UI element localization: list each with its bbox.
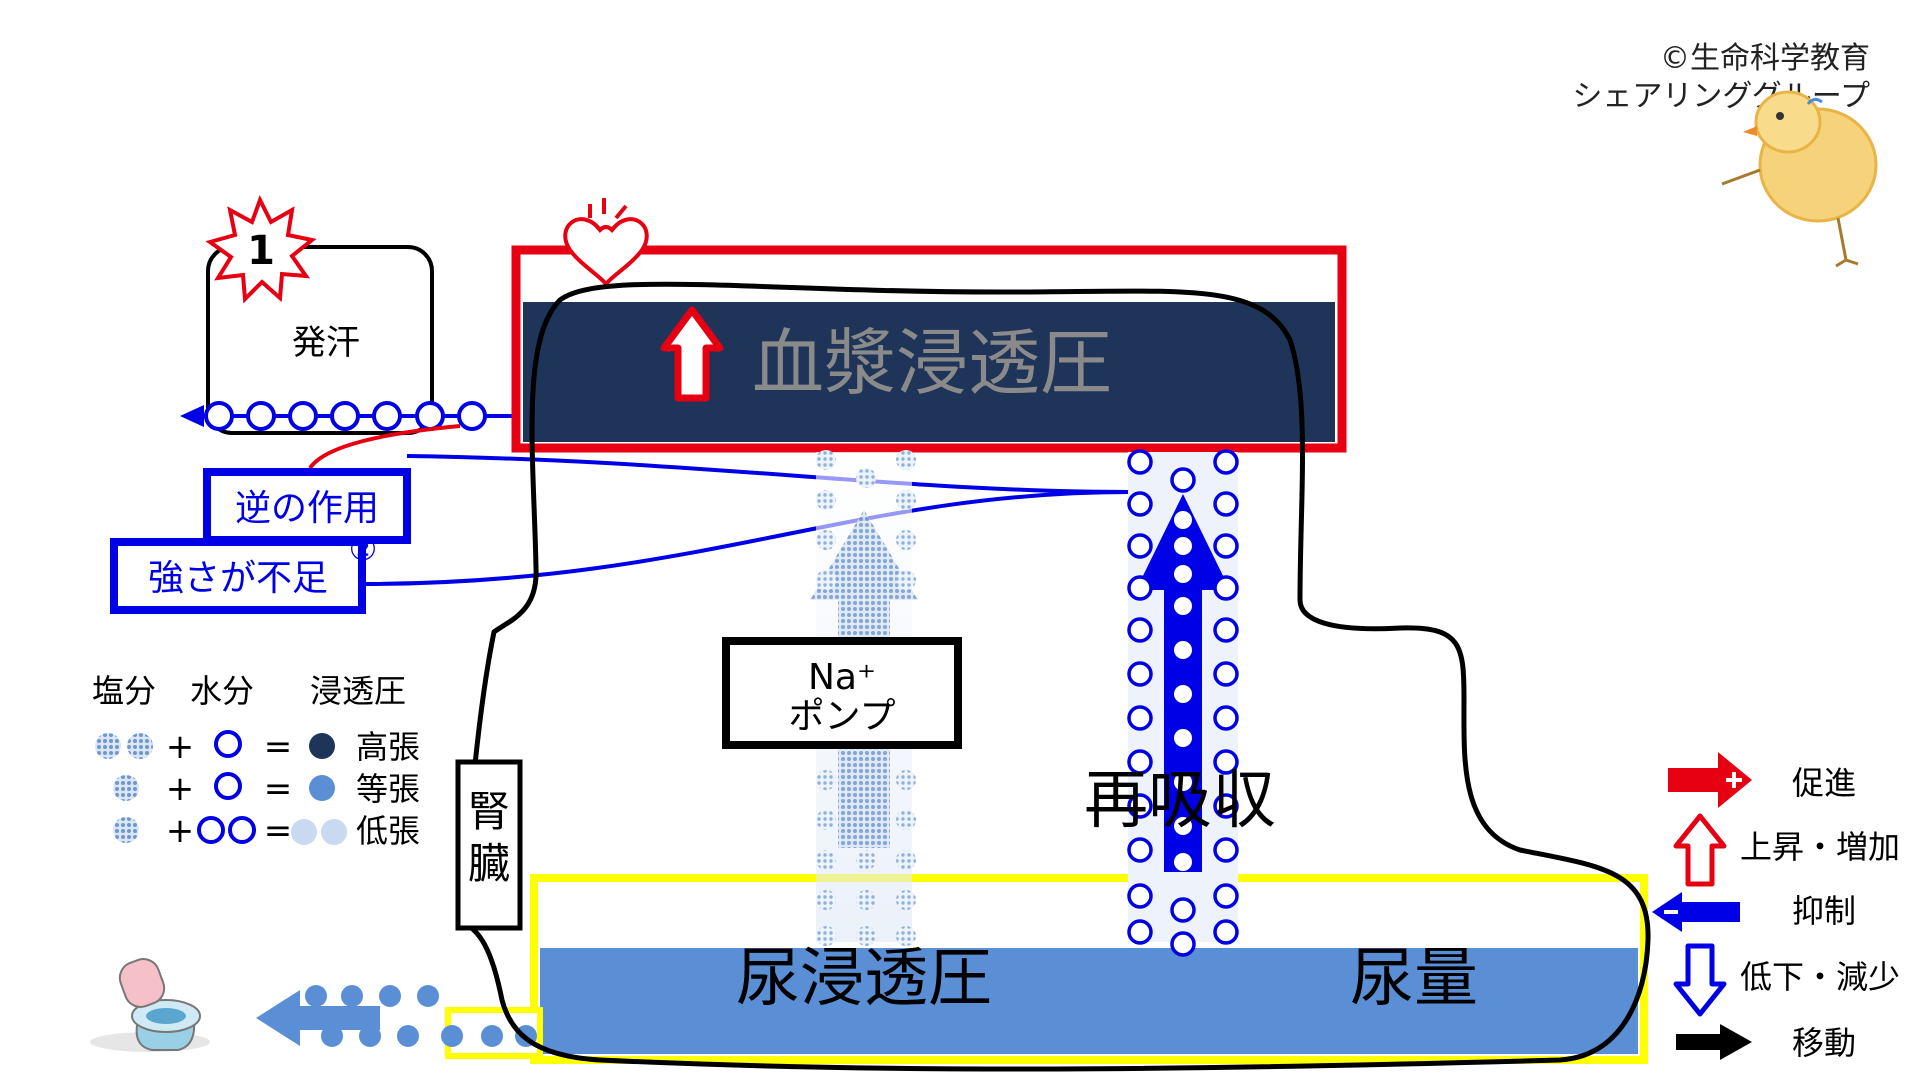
promote-arrow-icon bbox=[1668, 752, 1752, 808]
sodium-pump-box bbox=[722, 637, 962, 749]
legend-plus-2: + bbox=[166, 769, 195, 809]
legend-result-hypertonic: 高張 bbox=[356, 728, 420, 766]
urine-volume-label: 尿量 bbox=[1350, 942, 1478, 1016]
legend-header-water: 水分 bbox=[190, 672, 254, 710]
inhibition-line-upper bbox=[406, 454, 1131, 494]
marker-2: ② bbox=[349, 530, 378, 568]
legend-label-fall: 低下・減少 bbox=[1740, 958, 1900, 996]
legend-label-inhibit: 抑制 bbox=[1792, 892, 1856, 930]
water-column bbox=[1127, 449, 1239, 957]
opposite-action-label: 逆の作用 bbox=[235, 488, 379, 529]
arrow-legend: 促進 上昇・増加 抑制 低下・減少 移動 bbox=[1652, 752, 1900, 1062]
legend-result-hypotonic: 低張 bbox=[356, 812, 420, 850]
heart-icon bbox=[563, 198, 649, 288]
plasma-rise-arrow bbox=[660, 306, 724, 402]
sweat-label: 発汗 bbox=[292, 323, 360, 363]
red-feedback-line bbox=[308, 424, 461, 470]
sodium-pump-line-2: ポンプ bbox=[789, 696, 896, 737]
inhibition-line-lower bbox=[361, 490, 1131, 586]
badge-number: 1 bbox=[247, 228, 275, 274]
sweat-water-loss-arrow bbox=[180, 401, 515, 431]
kidney-label-2: 臓 bbox=[468, 839, 510, 888]
move-arrow-icon bbox=[1676, 1024, 1752, 1060]
kidney-label-hidden: 腎臓 bbox=[0, 0, 2, 1]
legend-plus-3: + bbox=[166, 811, 195, 851]
urine-outflow bbox=[256, 985, 543, 1059]
fall-arrow-icon bbox=[1673, 943, 1727, 1017]
legend-equals-3: = bbox=[264, 811, 293, 851]
insufficient-strength-box bbox=[110, 538, 366, 614]
credit-line-1: ©生命科学教育 bbox=[1660, 41, 1870, 76]
urine-fill bbox=[540, 948, 1638, 1054]
legend-header-osmolality: 浸透圧 bbox=[310, 672, 406, 710]
osmosis-legend: 塩分 水分 浸透圧 + = 高張 + = 等張 + = 低張 bbox=[92, 672, 420, 851]
legend-result-isotonic: 等張 bbox=[356, 770, 420, 808]
legend-label-rise: 上昇・増加 bbox=[1740, 828, 1900, 866]
water-reabsorption-arrow bbox=[1136, 494, 1230, 872]
urine-osmolality-label: 尿浸透圧 bbox=[736, 942, 992, 1016]
toilet-icon bbox=[90, 958, 210, 1052]
rise-arrow-icon bbox=[1673, 813, 1727, 887]
plasma-fill bbox=[523, 302, 1335, 442]
sweat-box bbox=[206, 245, 434, 435]
legend-equals-1: = bbox=[264, 727, 293, 767]
legend-equals-2: = bbox=[264, 769, 293, 809]
reabsorption-label: 再吸収 bbox=[1084, 764, 1276, 838]
legend-label-promote: 促進 bbox=[1792, 764, 1856, 802]
kidney-label-1: 腎 bbox=[468, 787, 510, 836]
insufficient-strength-label: 強さが不足 bbox=[148, 558, 328, 599]
kidney-label-box bbox=[455, 759, 523, 931]
inhibit-arrow-icon bbox=[1652, 892, 1740, 932]
sodium-pump-line-1: Na⁺ bbox=[808, 657, 876, 698]
chick-illustration bbox=[1721, 90, 1878, 268]
starburst-badge: 1 bbox=[205, 194, 317, 304]
legend-label-move: 移動 bbox=[1792, 1024, 1856, 1062]
legend-plus-1: + bbox=[166, 727, 195, 767]
plasma-osmolality-label: 血漿浸透圧 bbox=[752, 321, 1112, 405]
legend-header-salt: 塩分 bbox=[92, 672, 156, 710]
